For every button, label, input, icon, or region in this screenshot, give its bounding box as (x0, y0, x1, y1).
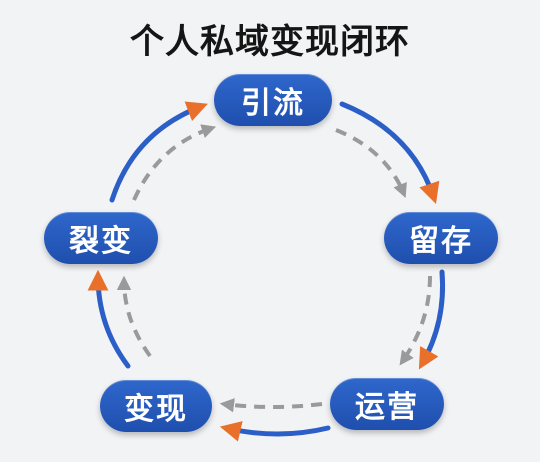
dashed-arrow-3 (219, 398, 323, 413)
diagram-title: 个人私域变现闭环 (130, 22, 410, 62)
arrow-liebian-to-yinliu (109, 101, 208, 203)
arrow-bianxian-to-liebian (87, 269, 131, 369)
dashed-arrow-1 (335, 128, 407, 198)
node-liucun: 留存 (384, 212, 498, 264)
dashed-arrow-2 (399, 275, 432, 366)
arrow-yinliu-to-liucun (339, 101, 440, 204)
arrow-liucun-to-yunying (418, 269, 446, 370)
dashed-arrow-4 (116, 275, 152, 358)
arrow-yunying-to-bianxian (219, 421, 331, 442)
node-yinliu: 引流 (214, 74, 332, 126)
node-liebian: 裂变 (44, 212, 158, 264)
dashed-arrow-5 (132, 124, 217, 201)
node-yunying: 运营 (330, 378, 444, 430)
node-bianxian: 变现 (100, 380, 212, 432)
